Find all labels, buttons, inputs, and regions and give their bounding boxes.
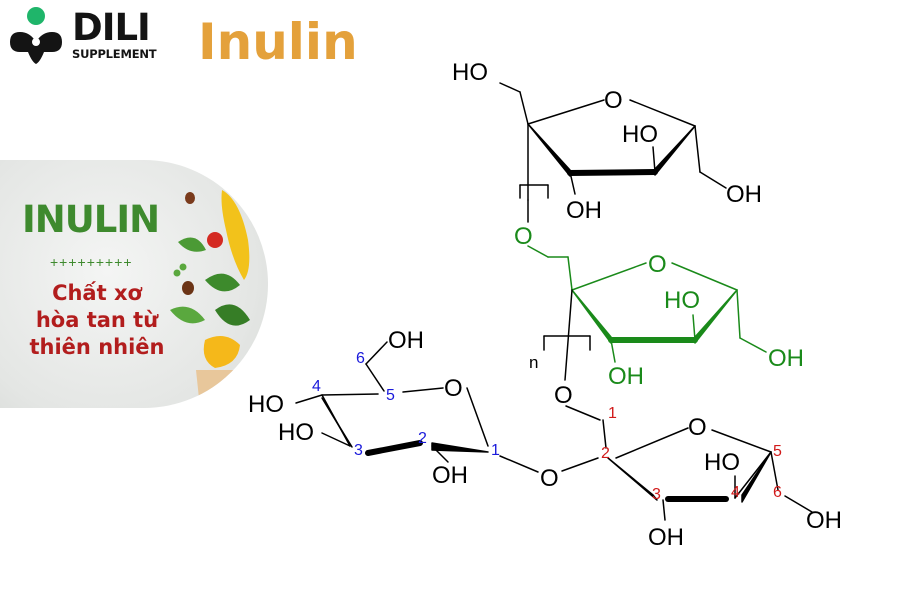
badge-line: thiên nhiên — [29, 335, 165, 359]
label-oh: OH — [648, 524, 684, 551]
bottom-fructose-ring — [561, 405, 813, 521]
badge-line: hòa tan từ — [35, 308, 159, 332]
label-ho: HO — [664, 287, 700, 314]
label-oh: OH — [566, 197, 602, 224]
label-ring-o: O — [688, 414, 707, 441]
badge-heading: INULIN — [22, 198, 160, 241]
badge-separator: +++++++++ — [50, 254, 133, 270]
glucose-carbon-number: 5 — [386, 387, 395, 404]
badge-line: Chất xơ — [52, 281, 142, 305]
fructose-carbon-number: 4 — [731, 484, 740, 501]
glucose-carbon-number: 1 — [491, 442, 500, 459]
label-oh: OH — [432, 462, 468, 489]
label-oh: OH — [726, 181, 762, 208]
glucose-carbon-number: 2 — [418, 430, 427, 447]
label-oh: OH — [806, 507, 842, 534]
label-ho: HO — [622, 121, 658, 148]
mid-fructose-ring — [527, 245, 767, 363]
inulin-badge: INULIN +++++++++ Chất xơ hòa tan từ thiê… — [0, 160, 268, 408]
top-bold-bond — [567, 169, 658, 176]
fru-wedge-left — [607, 457, 658, 501]
fru-wedge-right — [741, 451, 772, 503]
glc-bold-bond — [365, 440, 423, 456]
fructose-carbon-number: 3 — [652, 486, 661, 503]
label-ring-o: O — [648, 251, 667, 278]
top-wedge-left — [527, 123, 571, 177]
badge-text: Chất xơ hòa tan từ thiên nhiên — [12, 280, 182, 361]
glucose-carbon-number: 3 — [354, 442, 363, 459]
label-ho: HO — [278, 419, 314, 446]
label-oh: OH — [768, 345, 804, 372]
fructose-carbon-number: 1 — [608, 405, 617, 422]
label-oh: OH — [608, 363, 644, 390]
brand-tagline: SUPPLEMENT — [72, 47, 157, 61]
glucose-ring — [295, 341, 539, 473]
mid-wedge-left — [571, 289, 612, 344]
mid-wedge-right — [694, 289, 738, 344]
repeat-bracket — [543, 289, 591, 381]
glucose-carbon-number: 4 — [312, 378, 321, 395]
label-ring-o: O — [604, 87, 623, 114]
label-ho: HO — [704, 449, 740, 476]
glc-wedge-left — [321, 397, 353, 448]
glc-wedge-right — [431, 442, 489, 453]
fructose-carbon-number: 6 — [773, 484, 782, 501]
label-ho: HO — [248, 391, 284, 418]
page-title: Inulin — [198, 13, 358, 71]
label-glycosidic-o: O — [540, 465, 559, 492]
brand-logo: DILI SUPPLEMENT — [8, 6, 158, 66]
glucose-carbon-number: 6 — [356, 350, 365, 367]
label-ring-o: O — [444, 375, 463, 402]
label-repeat-n: n — [529, 353, 538, 372]
vegetables-decoration — [170, 190, 250, 408]
label-ho: HO — [452, 59, 488, 86]
label-link-o: O — [554, 382, 573, 409]
label-link-o: O — [514, 223, 533, 250]
brand-name: DILI — [72, 6, 151, 49]
fructose-carbon-number: 5 — [773, 443, 782, 460]
top-wedge-right — [654, 125, 696, 176]
dili-logo-icon — [10, 7, 62, 64]
label-oh: OH — [388, 327, 424, 354]
fructose-carbon-number: 2 — [601, 445, 610, 462]
